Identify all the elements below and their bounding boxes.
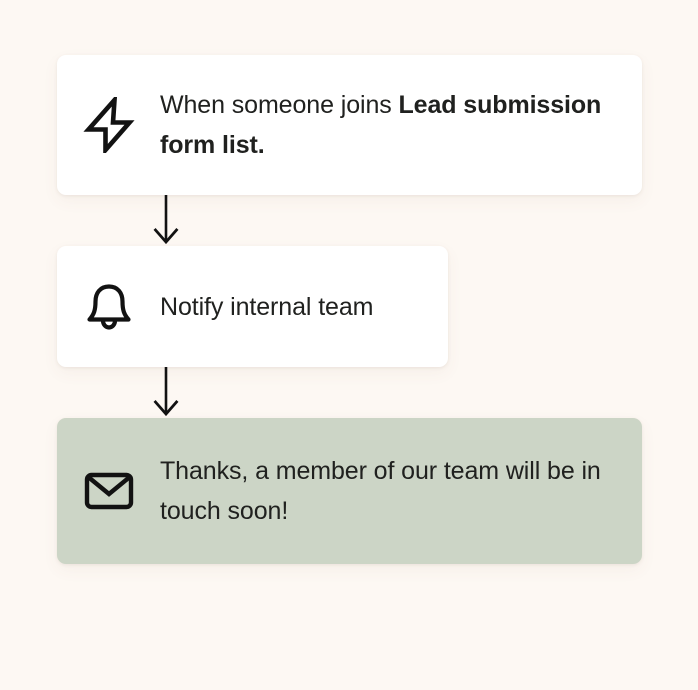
bell-icon (57, 281, 160, 333)
flow-step-trigger[interactable]: When someone joins Lead submission form … (57, 55, 642, 195)
connector-2 (57, 367, 642, 418)
message-label: Thanks, a member of our team will be in … (160, 457, 601, 525)
trigger-text-emphasis: Lead submission form list. (160, 91, 602, 159)
lightning-bolt-icon (57, 97, 160, 153)
envelope-icon (57, 469, 160, 513)
connector-1 (57, 195, 642, 246)
automation-flow: When someone joins Lead submission form … (57, 55, 642, 564)
arrow-down-icon (153, 367, 179, 417)
action-label: Notify internal team (160, 292, 374, 321)
flow-step-action[interactable]: Notify internal team (57, 246, 448, 367)
trigger-text-prefix: When someone joins (160, 91, 399, 119)
trigger-text: When someone joins Lead submission form … (160, 85, 642, 165)
arrow-down-icon (153, 195, 179, 245)
flow-step-message[interactable]: Thanks, a member of our team will be in … (57, 418, 642, 564)
